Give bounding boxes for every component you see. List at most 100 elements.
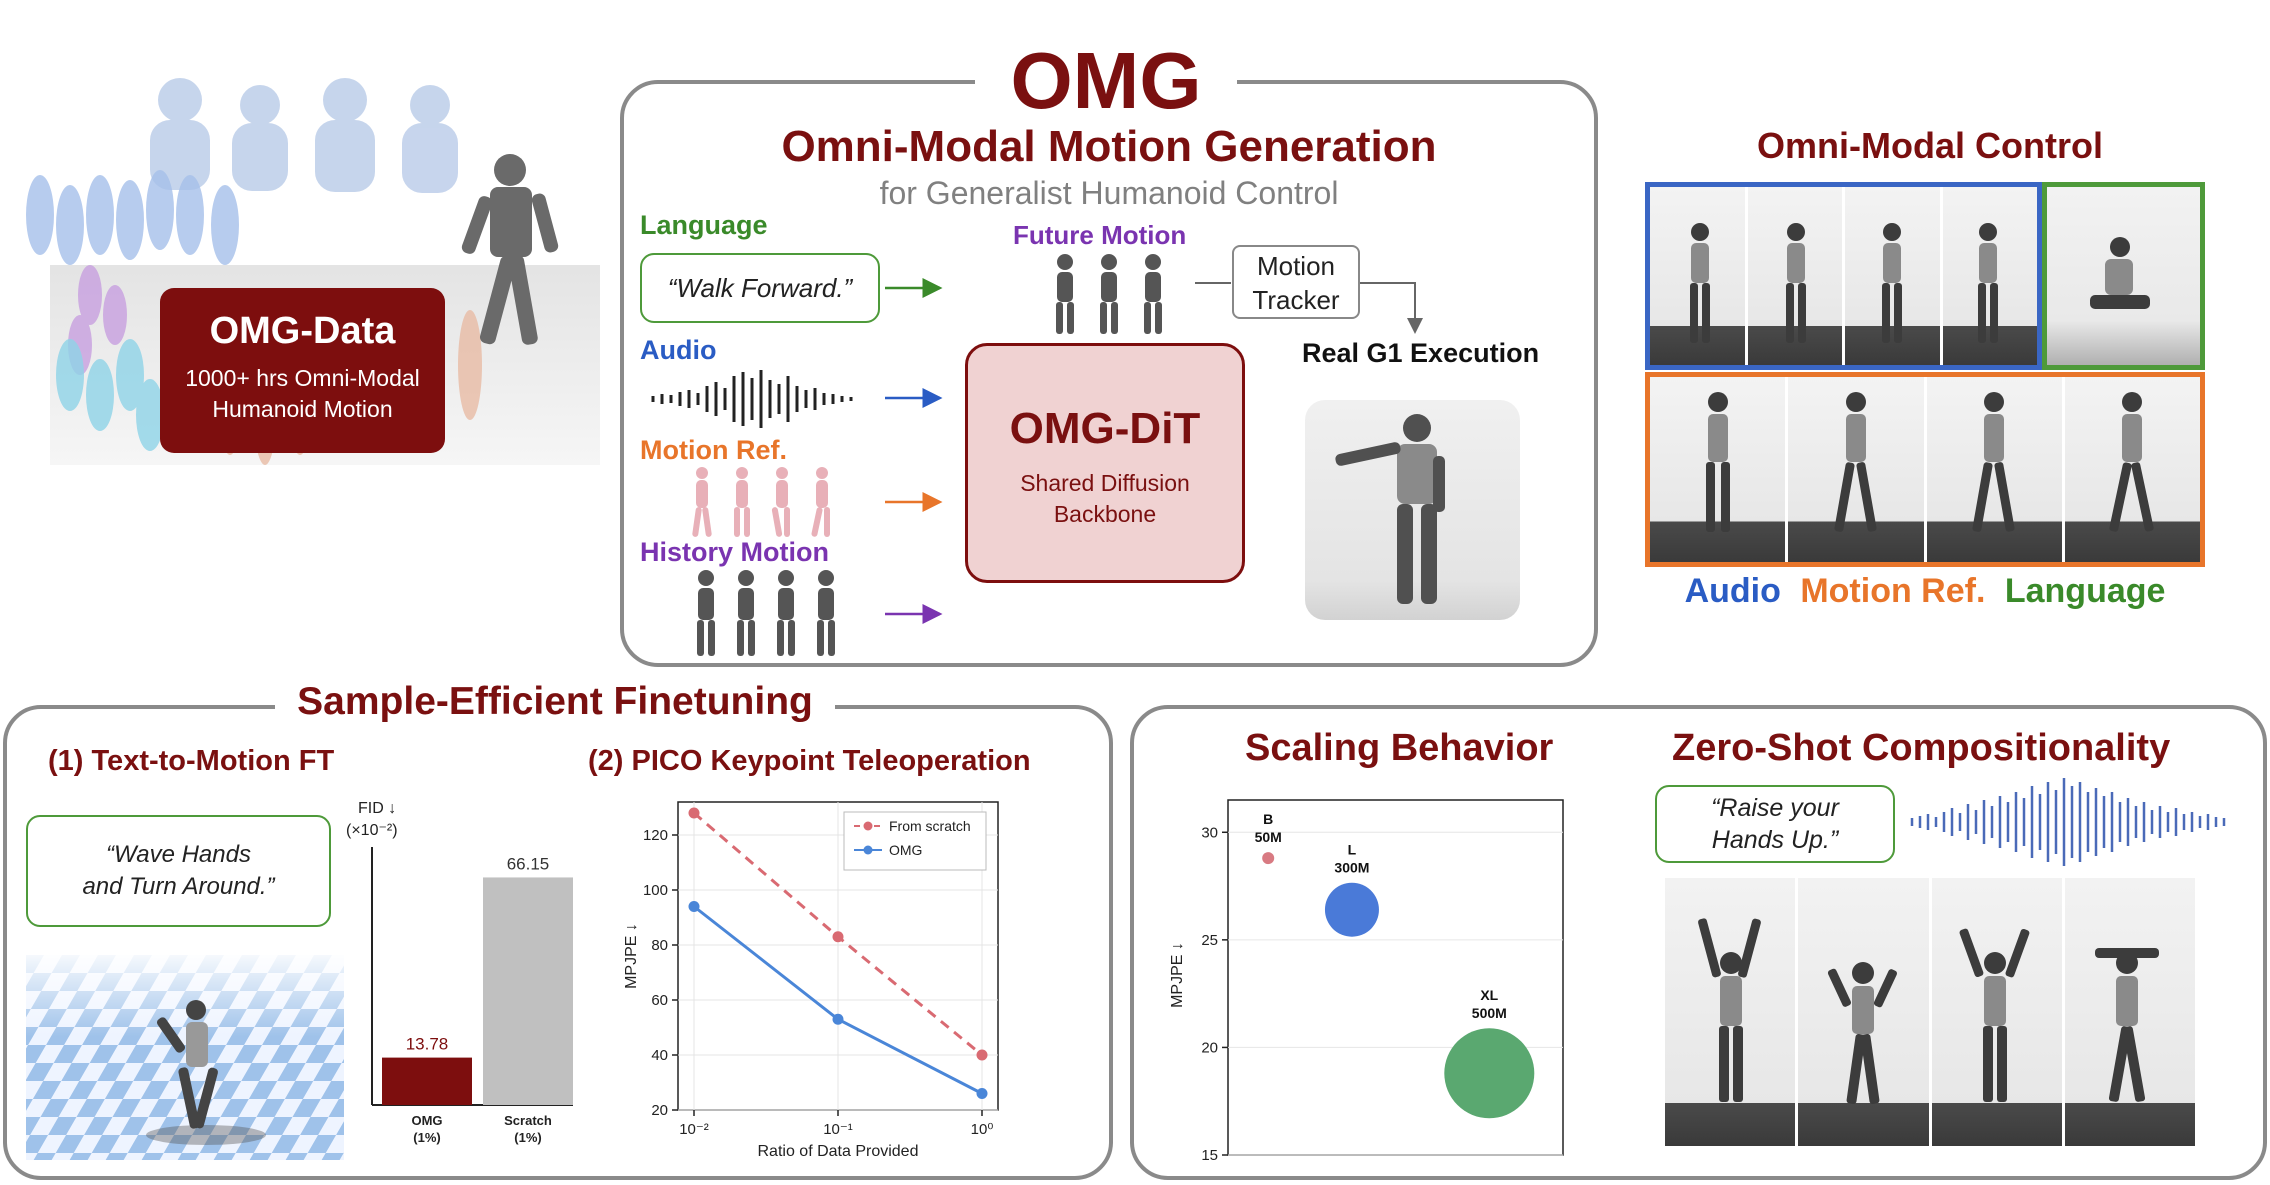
scaling-zeroshot-panel	[1130, 705, 2267, 1180]
omg-data-title: OMG-Data	[209, 310, 396, 352]
pico-ytick-3: 80	[651, 937, 668, 954]
scaling-point-size-l: 300M	[1334, 860, 1369, 876]
pico-point-0-1	[832, 931, 844, 943]
control-robots-overlay	[1690, 223, 2154, 532]
omg-title: OMG	[975, 36, 1237, 126]
scaling-point-xl	[1444, 1028, 1535, 1119]
future-motion-label: Future Motion	[1013, 220, 1187, 250]
audio-waveform	[651, 370, 853, 428]
fid-category-sub-1: (1%)	[514, 1130, 541, 1145]
fid-bar-0	[382, 1057, 472, 1105]
omg-dit-title: OMG-DiT	[1009, 404, 1201, 453]
fid-bar-1	[483, 877, 573, 1105]
omg-dit-box: OMG-DiT Shared Diffusion Backbone	[965, 343, 1245, 583]
zeroshot-robots-overlay	[1698, 918, 2159, 1104]
pico-point-1-2	[976, 1088, 988, 1099]
fid-value-label-1: 66.15	[507, 854, 550, 873]
omni-control-title: Omni-Modal Control	[1757, 125, 2103, 166]
motion-ref-figures	[692, 467, 830, 537]
language-control-frame	[2042, 182, 2205, 370]
pico-xtick-0: 10⁻²	[679, 1121, 709, 1138]
fid-value-label-0: 13.78	[406, 1035, 449, 1054]
omni-control-legend: Audio Motion Ref. Language	[1645, 572, 2205, 611]
scaling-ylabel: MPJPE ↓	[1169, 942, 1186, 1008]
tracker-arrows	[1195, 282, 1423, 334]
legend-audio: Audio	[1684, 572, 1781, 610]
omg-data-card: OMG-Data 1000+ hrs Omni-Modal Humanoid M…	[160, 288, 445, 453]
pico-ytick-1: 40	[651, 1047, 668, 1064]
scaling-point-label-xl: XL	[1480, 987, 1498, 1003]
motion-tracker-box: Motion Tracker	[1232, 245, 1360, 319]
t2m-checkerboard-scene	[26, 955, 344, 1160]
pico-point-0-0	[688, 807, 700, 819]
scaling-ytick-1: 20	[1201, 1039, 1218, 1056]
finetune-title: Sample-Efficient Finetuning	[275, 680, 835, 724]
fid-category-sub-0: (1%)	[413, 1130, 440, 1145]
pico-point-1-1	[832, 1013, 844, 1025]
fid-category-1: Scratch	[504, 1113, 552, 1128]
scaling-ytick-2: 25	[1201, 932, 1218, 949]
zeroshot-quote-box: “Raise your Hands Up.”	[1655, 785, 1895, 863]
audio-control-frame	[1645, 182, 2042, 370]
zeroshot-audio-waveform	[1910, 778, 2226, 866]
omg-subtitle: Omni-Modal Motion Generation	[781, 122, 1437, 171]
scaling-title: Scaling Behavior	[1245, 727, 1554, 769]
pico-legend: From scratch OMG	[843, 811, 987, 871]
t2m-render	[26, 955, 344, 1160]
history-motion-robots	[697, 570, 835, 656]
legend-from-scratch: From scratch	[889, 818, 971, 834]
scaling-point-size-b: 50M	[1255, 829, 1282, 845]
scaling-ytick-0: 15	[1201, 1147, 1218, 1160]
language-quote-box: “Walk Forward.”	[640, 253, 880, 323]
input-arrows	[885, 278, 943, 624]
pico-point-0-2	[976, 1049, 988, 1061]
t2m-quote-line1: “Wave Hands	[106, 841, 251, 868]
legend-omg: OMG	[889, 842, 922, 858]
legend-motion-ref: Motion Ref.	[1800, 572, 1986, 610]
legend-language: Language	[2004, 572, 2166, 610]
scaling-scatter-chart: 15 20 25 30 B 50M L 300M XL 500M MPJPE ↓	[1169, 799, 1564, 1160]
fid-ylabel-1: FID ↓	[358, 800, 396, 817]
motion-ref-label: Motion Ref.	[640, 435, 787, 465]
history-motion-label: History Motion	[640, 537, 829, 567]
scaling-ytick-3: 30	[1201, 824, 1218, 841]
scaling-point-label-l: L	[1348, 842, 1357, 858]
language-label: Language	[640, 210, 768, 240]
pico-xtick-2: 10⁰	[971, 1121, 994, 1138]
fid-ylabel-2: (×10⁻²)	[346, 822, 398, 839]
t2m-quote-line2: and Turn Around.”	[82, 873, 275, 900]
fid-category-0: OMG	[411, 1113, 442, 1128]
g1-execution-photo	[1305, 400, 1520, 620]
audio-label: Audio	[640, 335, 717, 365]
g1-robot-figure	[1335, 414, 1445, 604]
scaling-point-label-b: B	[1263, 811, 1273, 827]
pico-xlabel: Ratio of Data Provided	[758, 1143, 919, 1160]
pico-ytick-2: 60	[651, 992, 668, 1009]
motion-ref-control-frame	[1645, 372, 2205, 567]
omg-dit-line1: Shared Diffusion	[1020, 470, 1190, 496]
pico-title: (2) PICO Keypoint Teleoperation	[588, 745, 1031, 777]
omg-tagline: for Generalist Humanoid Control	[879, 175, 1339, 211]
future-motion-robots	[1056, 254, 1162, 334]
zeroshot-quote-line2: Hands Up.”	[1711, 826, 1839, 854]
real-g1-execution-label: Real G1 Execution	[1302, 338, 1540, 368]
omg-dit-line2: Backbone	[1053, 501, 1157, 527]
scaling-point-size-xl: 500M	[1472, 1005, 1507, 1021]
t2m-quote-box: “Wave Hands and Turn Around.”	[26, 815, 331, 927]
pico-ytick-5: 120	[643, 827, 668, 844]
omg-data-line2: Humanoid Motion	[212, 396, 393, 422]
pico-point-1-0	[688, 901, 700, 912]
omg-data-line1: 1000+ hrs Omni-Modal	[185, 365, 420, 391]
pico-xtick-1: 10⁻¹	[823, 1121, 853, 1138]
t2m-title: (1) Text-to-Motion FT	[48, 745, 335, 777]
pico-ylabel: MPJPE ↓	[623, 923, 640, 989]
scaling-point-b	[1262, 852, 1275, 865]
tracker-line2: Tracker	[1252, 285, 1340, 315]
pico-ytick-4: 100	[643, 882, 668, 899]
tracker-line1: Motion	[1256, 251, 1336, 281]
zeroshot-title: Zero-Shot Compositionality	[1672, 727, 2171, 769]
language-quote: “Walk Forward.”	[667, 272, 853, 303]
zeroshot-quote-line1: “Raise your	[1711, 794, 1839, 822]
